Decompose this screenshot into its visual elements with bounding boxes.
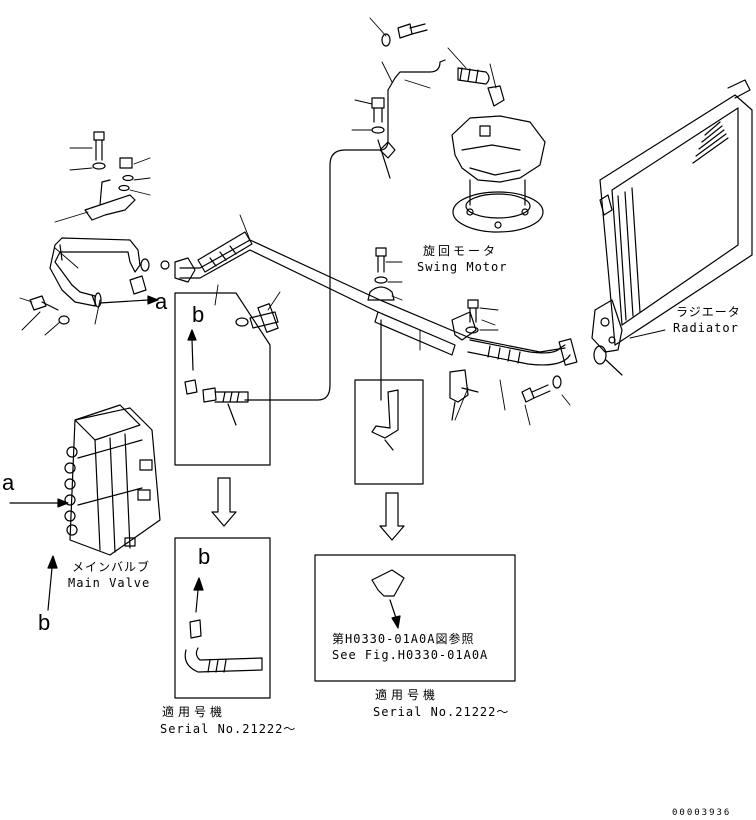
left-hose-assembly (29, 131, 159, 325)
inset-box-b (174, 292, 271, 466)
serial-label-jp-right: 適用号機 (375, 688, 440, 702)
main-valve-drawing (9, 404, 161, 611)
swing-motor-label-en: Swing Motor (417, 260, 508, 274)
ref-b-lower: b (198, 544, 211, 569)
radiator-label-en: Radiator (673, 321, 739, 335)
top-bolts (371, 23, 505, 134)
serial-label-en-right: Serial No.21222～ (373, 705, 510, 719)
lower-right-inset-contents (371, 569, 405, 629)
radiator-label-jp: ラジエータ (676, 305, 741, 319)
ref-a-top: a (155, 289, 168, 314)
see-fig-label-jp: 第H0330-01A0A図参照 (332, 632, 475, 646)
swing-motor-drawing (451, 115, 546, 233)
radiator-drawing (591, 79, 753, 353)
ref-b-inset: b (192, 302, 205, 327)
ref-b-left: b (38, 610, 51, 635)
serial-label-en-left: Serial No.21222～ (160, 722, 297, 736)
inset-b-contents (184, 329, 249, 426)
swing-motor-label-jp: 旋回モータ (423, 244, 499, 258)
center-fittings (160, 257, 279, 333)
leader-lines (19, 17, 666, 426)
inset-box-lower-right (314, 554, 516, 682)
serial-label-jp-left: 適用号機 (162, 705, 227, 719)
see-fig-label-en: See Fig.H0330-01A0A (332, 648, 489, 662)
pilot-line (244, 59, 446, 401)
ref-a-left: a (2, 470, 15, 495)
main-hose (179, 231, 623, 376)
clamp-assembly (367, 247, 562, 451)
lower-left-inset-contents (184, 577, 263, 673)
main-valve-label-jp: メインバルブ (72, 560, 151, 574)
inset-box-clamp (354, 379, 424, 485)
inset-box-lower-left (174, 537, 271, 699)
drawing-number: 00003936 (672, 808, 732, 818)
down-arrow-left (211, 477, 237, 527)
main-valve-label-en: Main Valve (68, 576, 151, 590)
down-arrow-right (379, 492, 405, 541)
